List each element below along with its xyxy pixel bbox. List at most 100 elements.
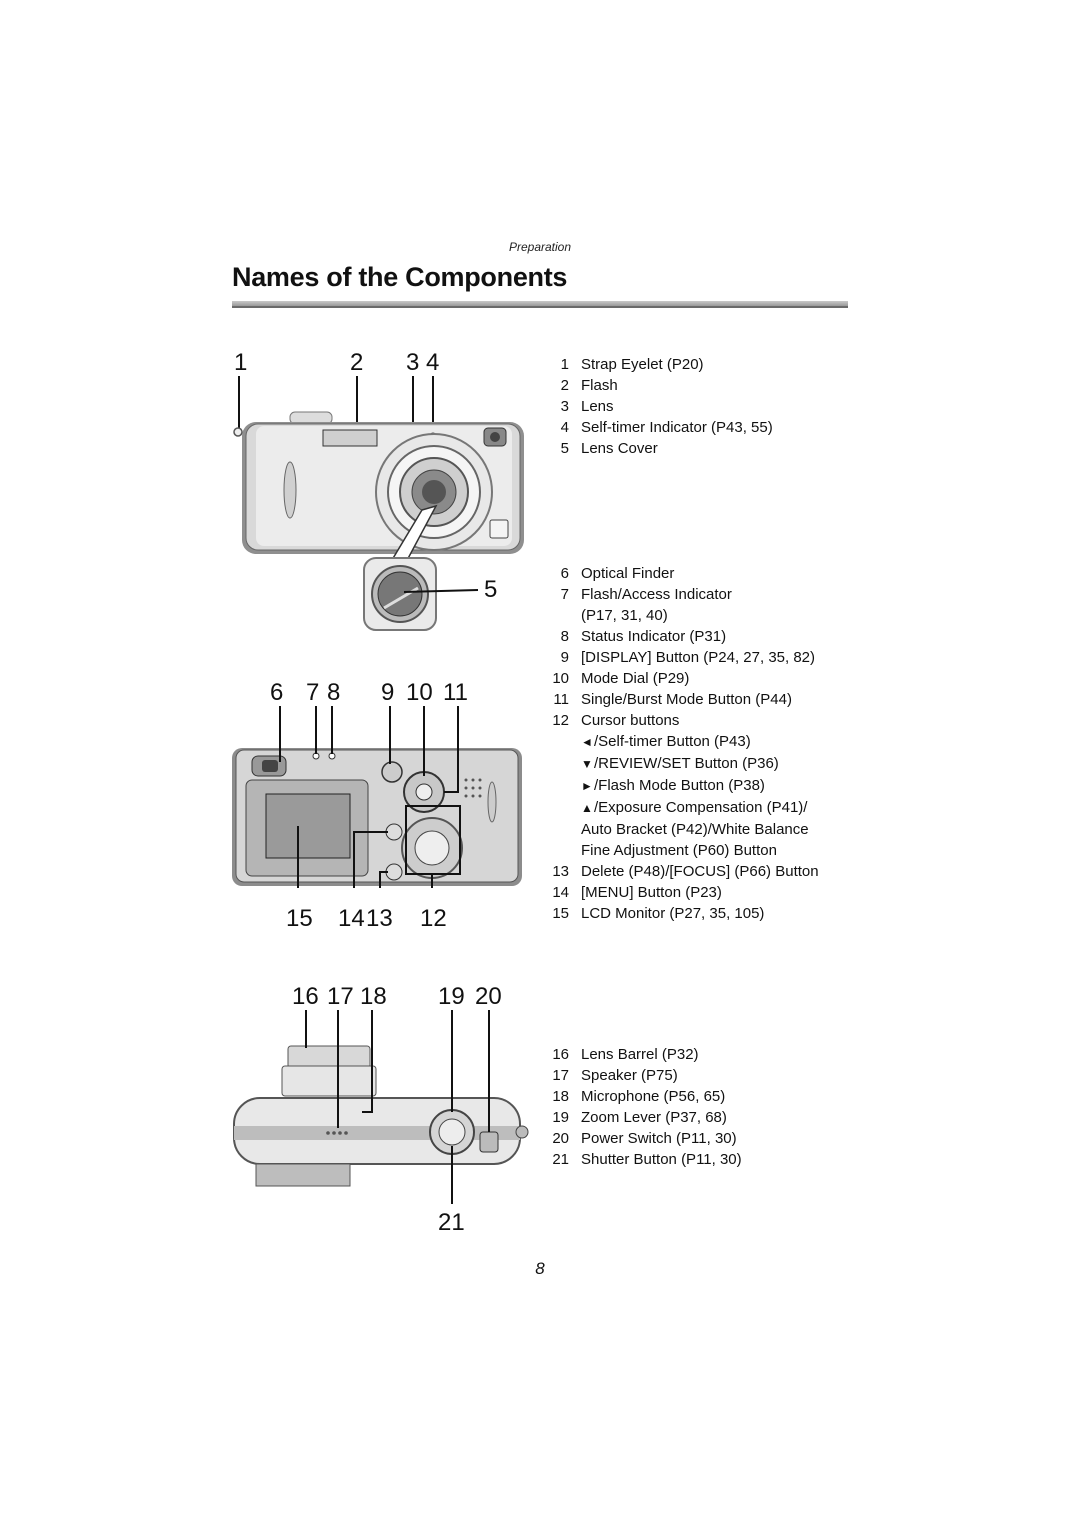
component-number: 18 [552,1088,569,1105]
component-list-item: Auto Bracket (P42)/White Balance [545,819,819,840]
callout-7: 7 [306,679,319,706]
component-list-item: 6 Optical Finder [545,563,819,584]
page-number: 8 [535,1259,545,1278]
component-number: 6 [560,565,569,582]
component-number: 13 [552,863,569,880]
component-number: 19 [552,1109,569,1126]
component-list-item: Fine Adjustment (P60) Button [545,840,819,861]
component-list-item: 8 Status Indicator (P31) [545,626,819,647]
component-text: Lens [581,398,614,415]
component-number: 21 [552,1151,569,1168]
component-text: Auto Bracket (P42)/White Balance [581,821,809,838]
component-text: Strap Eyelet (P20) [581,356,704,373]
callout-9: 9 [381,679,394,706]
component-text: LCD Monitor (P27, 35, 105) [581,905,765,922]
component-list-item: 16 Lens Barrel (P32) [545,1044,742,1065]
component-list-item: 5 Lens Cover [545,438,773,459]
component-list-item: (P17, 31, 40) [545,605,819,626]
component-text: Fine Adjustment (P60) Button [581,842,777,859]
callout-5: 5 [484,576,497,603]
camera-front-figure: 1 2 3 4 5 [226,340,536,640]
camera-back-figure: 6 7 8 9 10 11 15 14 13 12 [226,676,536,936]
component-text: /Flash Mode Button (P38) [594,777,765,794]
component-text: Power Switch (P11, 30) [581,1130,737,1147]
component-text: Flash [581,377,618,394]
callout-17: 17 [327,983,354,1010]
component-list-item: 13 Delete (P48)/[FOCUS] (P66) Button [545,861,819,882]
component-list-item: 19 Zoom Lever (P37, 68) [545,1107,742,1128]
component-number: 11 [553,691,569,708]
page-title: Names of the Components [232,262,568,292]
component-list-item: 11 Single/Burst Mode Button (P44) [545,689,819,710]
component-number: 4 [560,419,569,436]
component-text: Lens Cover [581,440,658,457]
component-list-item: 20 Power Switch (P11, 30) [545,1128,742,1149]
component-text: /Self-timer Button (P43) [594,733,751,750]
component-number: 1 [560,356,569,373]
component-list-item: 2 Flash [545,375,773,396]
cursor-arrow-icon: ▲ [581,801,593,815]
component-number: 7 [560,586,569,603]
component-list-item: 18 Microphone (P56, 65) [545,1086,742,1107]
component-text: Delete (P48)/[FOCUS] (P66) Button [581,863,819,880]
callout-11: 11 [443,679,468,706]
component-number: 16 [552,1046,569,1063]
component-text: Cursor buttons [581,712,680,729]
callout-1: 1 [234,349,247,376]
cursor-arrow-icon: ◄ [581,735,593,749]
callout-3-4: 3 4 [406,349,439,376]
cursor-arrow-icon: ► [581,779,593,793]
component-text: Optical Finder [581,565,675,582]
component-list-item: ▼/REVIEW/SET Button (P36) [545,753,819,775]
component-text: Shutter Button (P11, 30) [581,1151,742,1168]
component-text: (P17, 31, 40) [581,607,668,624]
component-text: Status Indicator (P31) [581,628,727,645]
component-number: 12 [552,712,569,729]
callout-2: 2 [350,349,363,376]
callout-6: 6 [270,679,283,706]
component-number: 15 [552,905,569,922]
component-text: [DISPLAY] Button (P24, 27, 35, 82) [581,649,816,666]
component-text: Lens Barrel (P32) [581,1046,699,1063]
component-text: Single/Burst Mode Button (P44) [581,691,792,708]
component-list-item: 14[MENU] Button (P23) [545,882,819,903]
component-list-item: 12 Cursor buttons [545,710,819,731]
callout-20: 20 [475,983,502,1010]
component-list-item: 21 Shutter Button (P11, 30) [545,1149,742,1170]
title-rule [232,301,848,308]
callout-10: 10 [406,679,433,706]
component-text: Microphone (P56, 65) [581,1088,726,1105]
component-text: /REVIEW/SET Button (P36) [594,755,779,772]
component-list-item: ▲/Exposure Compensation (P41)/ [545,797,819,819]
component-number: 17 [552,1067,569,1084]
callout-12: 12 [420,905,447,932]
component-text: /Exposure Compensation (P41)/ [594,799,808,816]
callout-16: 16 [292,983,319,1010]
callout-8: 8 [327,679,340,706]
component-number: 9 [560,649,569,666]
callout-14: 14 [338,905,365,932]
callout-18: 18 [360,983,387,1010]
component-number: 2 [560,377,569,394]
component-number: 5 [560,440,569,457]
callout-19: 19 [438,983,465,1010]
component-list-item: 15 LCD Monitor (P27, 35, 105) [545,903,819,924]
callout-15: 15 [286,905,313,932]
callout-13: 13 [366,905,393,932]
component-number: 8 [560,628,569,645]
component-text: Zoom Lever (P37, 68) [581,1109,727,1126]
section-label: Preparation [508,240,572,254]
component-text: Mode Dial (P29) [581,670,690,687]
component-list-item: 1 Strap Eyelet (P20) [545,354,773,375]
component-list-item: ►/Flash Mode Button (P38) [545,775,819,797]
component-number: 20 [552,1130,569,1147]
component-list-item: 9 [DISPLAY] Button (P24, 27, 35, 82) [545,647,819,668]
